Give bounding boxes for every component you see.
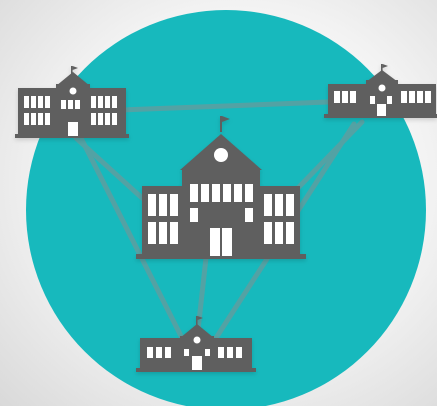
school-building-icon-top-left bbox=[15, 66, 129, 138]
connector-top-left-to-top-right bbox=[119, 99, 331, 113]
school-building-icon-bottom bbox=[136, 316, 256, 372]
school-building-icon-top-right bbox=[324, 64, 437, 118]
school-building-icon-center bbox=[136, 116, 306, 259]
connector-top-right-to-center bbox=[293, 119, 365, 193]
connector-top-left-to-bottom bbox=[79, 137, 185, 341]
